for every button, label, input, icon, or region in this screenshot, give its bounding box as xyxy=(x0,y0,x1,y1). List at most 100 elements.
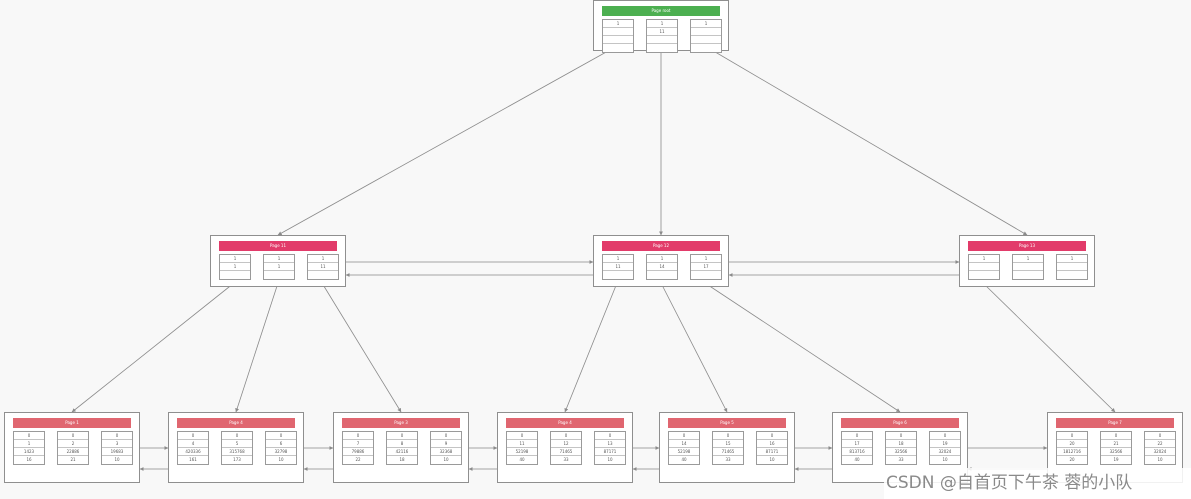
record: 1 xyxy=(1012,254,1044,280)
record-cell xyxy=(647,271,677,279)
record-cell: 0 xyxy=(842,432,872,440)
internal-page[interactable]: Page 13 1 1 1 xyxy=(959,235,1095,287)
tree-edge xyxy=(982,282,1116,413)
record-cell: 1 xyxy=(1013,255,1043,263)
record-cell: 42116 xyxy=(387,448,417,456)
record-cell: 0 xyxy=(1145,432,1175,440)
record-cell: 19 xyxy=(1113,457,1119,462)
record-cell: 6 xyxy=(266,440,296,448)
record-cell: 0 xyxy=(343,432,373,440)
record-cell: 1 xyxy=(264,255,294,263)
record: 1 xyxy=(1056,254,1088,280)
record-cell: 32368 xyxy=(431,448,461,456)
record-cell xyxy=(1013,271,1043,279)
record-cell xyxy=(603,271,633,279)
record: 1 xyxy=(602,19,634,53)
record-cell: 9 xyxy=(431,440,461,448)
record-cell: 0 xyxy=(551,432,581,440)
record-cell xyxy=(1057,263,1087,271)
record-cell: 1812716 xyxy=(1057,448,1087,456)
record-cell: 813716 xyxy=(842,448,872,456)
record-cell xyxy=(647,44,677,52)
record-cell: 10 xyxy=(942,457,948,462)
record-cell xyxy=(603,36,633,44)
record-cell xyxy=(603,44,633,52)
record-cell: 420336 xyxy=(178,448,208,456)
record-cell: 0 xyxy=(930,432,960,440)
record-cell xyxy=(647,36,677,44)
record-cell: 0 xyxy=(669,432,699,440)
tree-edge xyxy=(704,282,901,413)
record-cell: 0 xyxy=(713,432,743,440)
record-cell: 0 xyxy=(886,432,916,440)
record-cell: 0 xyxy=(222,432,252,440)
record-cell: 1 xyxy=(14,440,44,448)
record-cell: 20 xyxy=(1069,457,1075,462)
record-cell: 0 xyxy=(387,432,417,440)
record-cell: 17 xyxy=(842,440,872,448)
record-cell: 87171 xyxy=(595,448,625,456)
record: 1 xyxy=(690,19,722,53)
record-cell xyxy=(691,44,721,52)
page-title: Page 4 xyxy=(506,418,624,428)
record-cell: 71465 xyxy=(713,448,743,456)
record-cell xyxy=(969,271,999,279)
record-cell: 17 xyxy=(691,263,721,271)
record-cell: 18 xyxy=(399,457,405,462)
record-cell: 0 xyxy=(757,432,787,440)
record-cell: 15 xyxy=(713,440,743,448)
record-cell: 32798 xyxy=(266,448,296,456)
record-cell: 0 xyxy=(58,432,88,440)
record-cell: 1 xyxy=(647,255,677,263)
record-cell xyxy=(264,271,294,279)
record-cell: 32024 xyxy=(930,448,960,456)
record-cell: 0 xyxy=(507,432,537,440)
page-title: Page 5 xyxy=(668,418,786,428)
record-cell: 79886 xyxy=(343,448,373,456)
record-cell: 33 xyxy=(563,457,569,462)
record-cell: 7 xyxy=(343,440,373,448)
tree-edge xyxy=(564,282,618,413)
record-cell: 14 xyxy=(647,263,677,271)
record-cell: 0 xyxy=(1101,432,1131,440)
record-cell: 0 xyxy=(102,432,132,440)
record-cell: 11 xyxy=(647,28,677,36)
record-cell: 1 xyxy=(264,263,294,271)
record-cell: 16 xyxy=(26,457,32,462)
record-cell: 32566 xyxy=(886,448,916,456)
record-cell: 1 xyxy=(969,255,999,263)
record-cell: 14 xyxy=(669,440,699,448)
page-title: Page 13 xyxy=(968,241,1086,251)
tree-edge xyxy=(277,45,618,236)
